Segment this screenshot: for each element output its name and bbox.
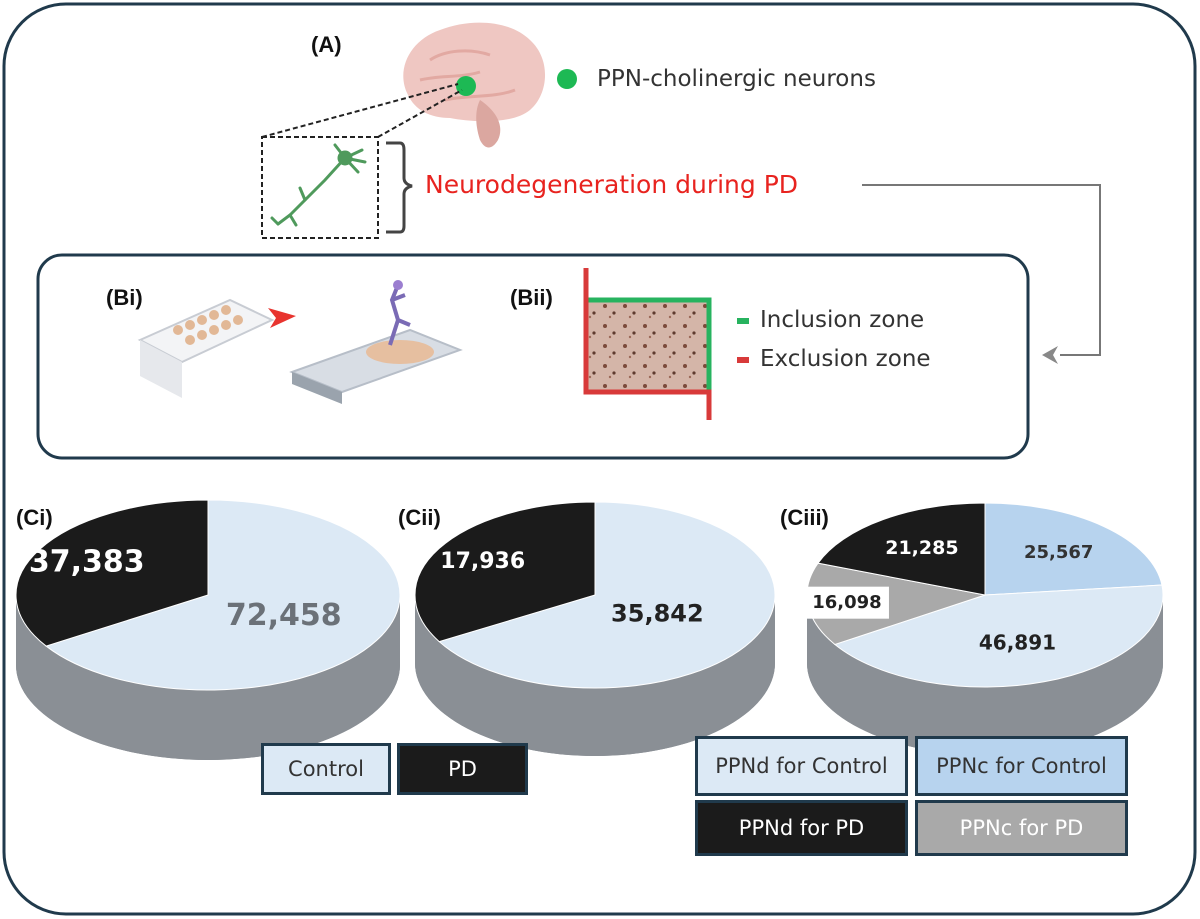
stained-tissue-image <box>587 300 707 390</box>
legend-control-text: Control <box>288 757 364 781</box>
legend-ppnd-control-text: PPNd for Control <box>715 754 888 778</box>
exclusion-zone-label: Exclusion zone <box>760 346 931 372</box>
legend-pd: PD <box>397 743 528 795</box>
legend-pd-text: PD <box>448 757 477 781</box>
pie-slice-2 <box>414 501 596 643</box>
pie-slice-1 <box>984 502 1163 596</box>
pie-chart-3: 25,567 46,891 16,098 21,285 <box>804 502 1164 755</box>
connector-line <box>862 184 1101 356</box>
inclusion-zone-label: Inclusion zone <box>760 307 925 333</box>
panel-cii-label: (Cii) <box>398 505 441 530</box>
pie-slice-4 <box>817 502 986 596</box>
ppn-cholinergic-label: PPN-cholinergic neurons <box>597 66 876 92</box>
pie-data-label: 46,891 <box>979 631 1056 655</box>
panel-bii-label: (Bii) <box>510 285 553 310</box>
pie-data-label: 17,936 <box>440 549 525 574</box>
pie-data-label: 37,383 <box>29 545 145 580</box>
arrowhead-icon <box>1042 346 1058 364</box>
bracket-icon <box>386 141 413 234</box>
panel-ci-label: (Ci) <box>16 505 53 530</box>
legend-ppnc-control-text: PPNc for Control <box>936 754 1107 778</box>
panel-ciii-label: (Ciii) <box>780 505 829 530</box>
pie-slice-2 <box>15 499 209 647</box>
pie-data-label: 21,285 <box>885 537 958 559</box>
pie-data-label: 35,842 <box>611 600 704 628</box>
pie-data-label: 72,458 <box>226 598 342 633</box>
pie-chart-2: 35,842 17,936 <box>414 501 776 756</box>
pie-chart-1: 72,458 37,383 <box>15 499 401 760</box>
pie-data-label: 16,098 <box>812 592 881 613</box>
legend-ppnc-pd-text: PPNc for PD <box>959 816 1084 840</box>
pie-data-label: 25,567 <box>1024 542 1093 563</box>
legend-control: Control <box>261 743 391 795</box>
legend-ppnc-control: PPNc for Control <box>915 736 1128 796</box>
arrow-right-icon <box>268 308 296 328</box>
panel-bi-label: (Bi) <box>106 285 143 310</box>
inclusion-zone-border <box>587 297 712 390</box>
pie-slice-2 <box>833 584 1164 688</box>
neuron-icon <box>270 143 367 227</box>
brain-icon <box>403 22 546 148</box>
pie-slice-1 <box>45 499 401 691</box>
exclusion-zone-border <box>583 268 712 420</box>
pie-charts: 72,458 37,383 35,842 17,936 25,567 46,891 16,0… <box>15 499 1164 760</box>
microscope-slide-icon <box>289 280 463 404</box>
neurodegeneration-label: Neurodegeneration during PD <box>425 170 799 199</box>
pie-slice-1 <box>438 501 776 689</box>
pie-label-box <box>804 586 889 619</box>
legend-ppnc-pd: PPNc for PD <box>915 800 1128 856</box>
legend-ppnd-control: PPNd for Control <box>695 736 908 796</box>
legend-ppnd-pd-text: PPNd for PD <box>738 816 865 840</box>
legend-ppnd-pd: PPNd for PD <box>695 800 908 856</box>
ppn-marker-dot <box>456 76 476 96</box>
tissue-slide-icon <box>137 298 275 398</box>
panel-a-label: (A) <box>311 32 342 57</box>
ppn-legend-dot <box>557 69 577 89</box>
panel-b-box <box>36 253 1030 460</box>
